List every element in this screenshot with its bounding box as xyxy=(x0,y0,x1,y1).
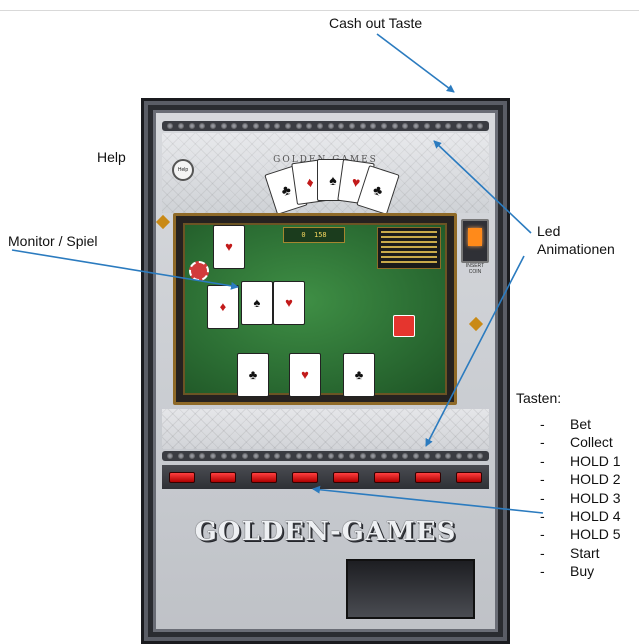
game-monitor[interactable]: 0 158 ♥ ♦ ♠ ♥ ♣ ♥ ♣ xyxy=(173,213,457,405)
cabinet-panel: Help GOLDEN GAMES ♣ ♦ ♠ ♥ ♣ 0 158 ♥ ♦ ♠ xyxy=(155,113,495,629)
key-item-buy: -Buy xyxy=(540,563,595,580)
hold-2-button[interactable] xyxy=(292,471,319,483)
hand-card-1: ♣ xyxy=(237,353,269,397)
arrow-led-bottom xyxy=(425,255,525,447)
hold-1-button[interactable] xyxy=(251,471,278,483)
credits-display: 0 158 xyxy=(283,227,345,243)
pay-table xyxy=(377,227,441,269)
golden-games-logo: GOLDEN-GAMES xyxy=(194,517,457,547)
key-item-collect: -Collect xyxy=(540,434,613,451)
dealer-card: ♥ xyxy=(213,225,245,269)
label-monitor: Monitor / Spiel xyxy=(8,233,98,249)
bet-button[interactable] xyxy=(169,471,196,483)
hold-5-button[interactable] xyxy=(414,471,441,483)
arrow-cashout xyxy=(376,33,455,93)
slot-machine-cabinet: Help GOLDEN GAMES ♣ ♦ ♠ ♥ ♣ 0 158 ♥ ♦ ♠ xyxy=(141,98,510,644)
label-tasten: Tasten: xyxy=(516,390,562,406)
top-led-bar xyxy=(162,121,489,131)
key-item-hold-4: -HOLD 4 xyxy=(540,508,621,525)
bottom-led-bar xyxy=(162,451,489,461)
button-panel xyxy=(162,465,489,489)
hold-4-button[interactable] xyxy=(373,471,400,483)
coin-tray xyxy=(346,559,475,619)
player-card-1: ♦ xyxy=(207,285,239,329)
poker-table: 0 158 ♥ ♦ ♠ ♥ ♣ ♥ ♣ xyxy=(183,223,447,397)
player-card-2: ♠ xyxy=(241,281,273,325)
label-led-line2: Animationen xyxy=(537,241,615,257)
key-item-hold-1: -HOLD 1 xyxy=(540,452,621,469)
start-button[interactable] xyxy=(455,471,482,483)
top-rule xyxy=(0,10,639,11)
collect-button[interactable] xyxy=(210,471,237,483)
hold-3-button[interactable] xyxy=(332,471,359,483)
key-item-bet: -Bet xyxy=(540,416,592,432)
key-item-hold-2: -HOLD 2 xyxy=(540,471,621,488)
label-led-line1: Led xyxy=(537,223,561,239)
label-cashout: Cash out Taste xyxy=(329,15,423,31)
key-item-hold-3: -HOLD 3 xyxy=(540,489,621,506)
player-card-3: ♥ xyxy=(273,281,305,325)
hand-card-2: ♥ xyxy=(289,353,321,397)
key-item-start: -Start xyxy=(540,544,600,561)
cash-out-light[interactable] xyxy=(461,219,489,263)
bonus-card xyxy=(393,315,415,337)
key-item-hold-5: -HOLD 5 xyxy=(540,526,621,543)
label-help: Help xyxy=(97,149,126,165)
hand-card-3: ♣ xyxy=(343,353,375,397)
arrow-buttons xyxy=(312,485,544,514)
arrow-monitor xyxy=(11,249,239,290)
key-list: -Bet -Collect -HOLD 1 -HOLD 2 -HOLD 3 -H… xyxy=(540,415,621,581)
insert-coin-label: INSERT COIN xyxy=(465,263,485,275)
arrow-led-top xyxy=(433,140,532,234)
help-button[interactable]: Help xyxy=(172,159,194,181)
